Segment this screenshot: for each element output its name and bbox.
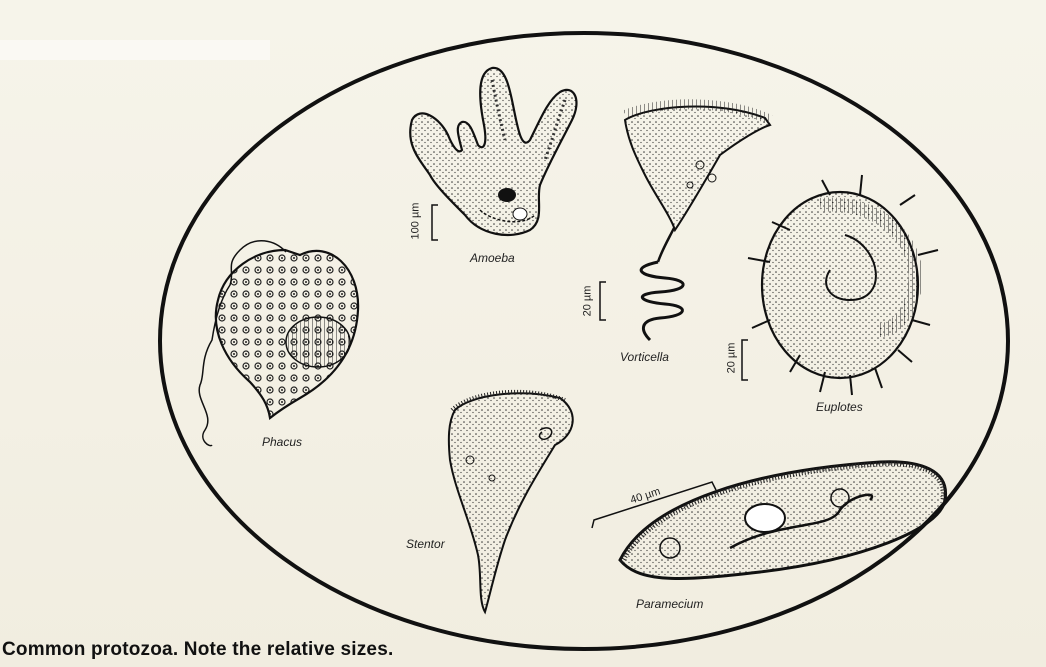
scale-label-euplotes: 20 µm (725, 343, 737, 374)
label-paramecium: Paramecium (636, 597, 703, 611)
scale-label-amoeba: 100 µm (409, 203, 421, 240)
euplotes-scale-bar (742, 340, 748, 380)
label-amoeba: Amoeba (470, 251, 515, 265)
label-euplotes: Euplotes (816, 400, 863, 414)
label-vorticella: Vorticella (620, 350, 669, 364)
vorticella-scale-bar (600, 282, 606, 320)
stentor-drawing (449, 392, 573, 612)
amoeba-scale-bar (432, 205, 438, 240)
label-stentor: Stentor (406, 537, 445, 551)
paramecium-drawing (620, 462, 946, 579)
phacus-drawing (199, 241, 358, 446)
scale-label-vorticella: 20 µm (581, 286, 593, 317)
vorticella-drawing (625, 104, 770, 340)
euplotes-drawing (748, 175, 938, 395)
label-phacus: Phacus (262, 435, 302, 449)
figure-caption: Common protozoa. Note the relative sizes… (2, 639, 393, 661)
amoeba-drawing (410, 68, 576, 235)
